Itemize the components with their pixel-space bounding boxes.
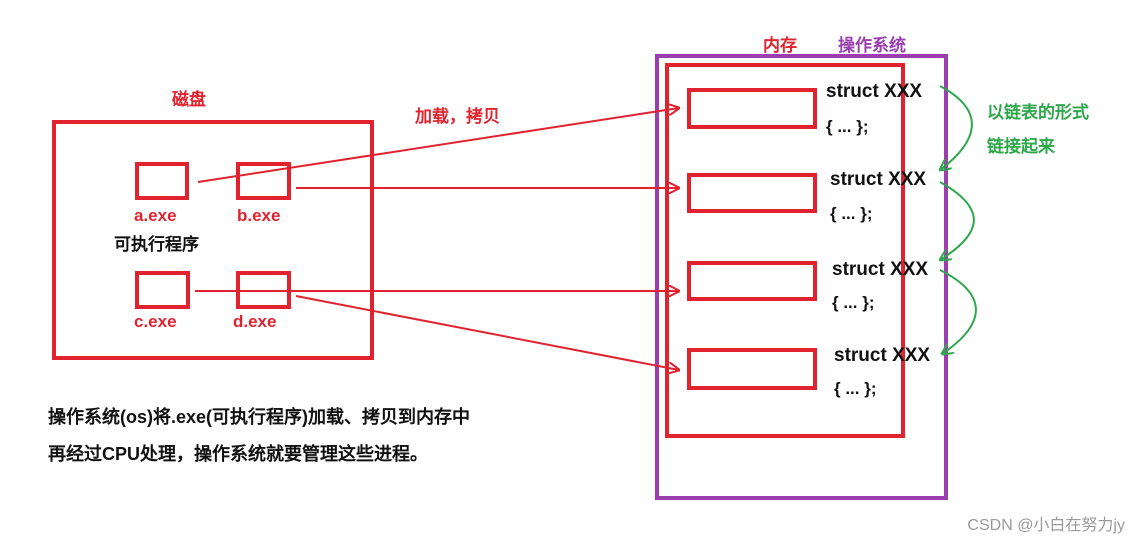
process-box-3 (687, 261, 817, 301)
file-box-b (236, 162, 291, 200)
process-box-2 (687, 173, 817, 213)
os-label: 操作系统 (838, 36, 906, 55)
struct-body-4: { ... }; (834, 379, 877, 398)
link-arrow-2 (940, 181, 975, 260)
file-label-b: b.exe (237, 206, 281, 225)
link-arrow-1 (940, 85, 973, 170)
caption-line-1: 操作系统(os)将.exe(可执行程序)加载、拷贝到内存中 (48, 407, 471, 427)
disk-box (52, 120, 374, 360)
struct-name-2: struct XXX (830, 169, 927, 190)
disk-label: 磁盘 (172, 90, 206, 109)
file-label-a: a.exe (134, 206, 177, 225)
linked-list-label-line1: 以链表的形式 (987, 103, 1089, 122)
file-box-a (135, 162, 189, 200)
struct-body-3: { ... }; (832, 293, 875, 312)
file-box-c (135, 271, 190, 309)
watermark: CSDN @小白在努力jy (967, 517, 1125, 534)
struct-name-1: struct XXX (826, 81, 923, 102)
linked-list-label-line2: 链接起来 (987, 137, 1055, 156)
memory-label: 内存 (763, 36, 797, 55)
struct-name-4: struct XXX (834, 345, 931, 366)
struct-body-2: { ... }; (830, 204, 873, 223)
arrow-a-to-memory (197, 108, 679, 183)
memory-box (665, 63, 905, 438)
process-box-4 (687, 348, 817, 390)
link-arrow-3 (940, 269, 977, 354)
arrow-d-to-memory (295, 295, 679, 370)
process-box-1 (687, 88, 817, 129)
caption-line-2: 再经过CPU处理，操作系统就要管理这些进程。 (48, 444, 429, 464)
executable-label: 可执行程序 (114, 235, 199, 254)
load-copy-label: 加载，拷贝 (415, 107, 500, 126)
os-box (655, 54, 948, 500)
file-label-c: c.exe (134, 312, 177, 331)
file-label-d: d.exe (233, 312, 277, 331)
struct-body-1: { ... }; (826, 117, 869, 136)
struct-name-3: struct XXX (832, 259, 929, 280)
